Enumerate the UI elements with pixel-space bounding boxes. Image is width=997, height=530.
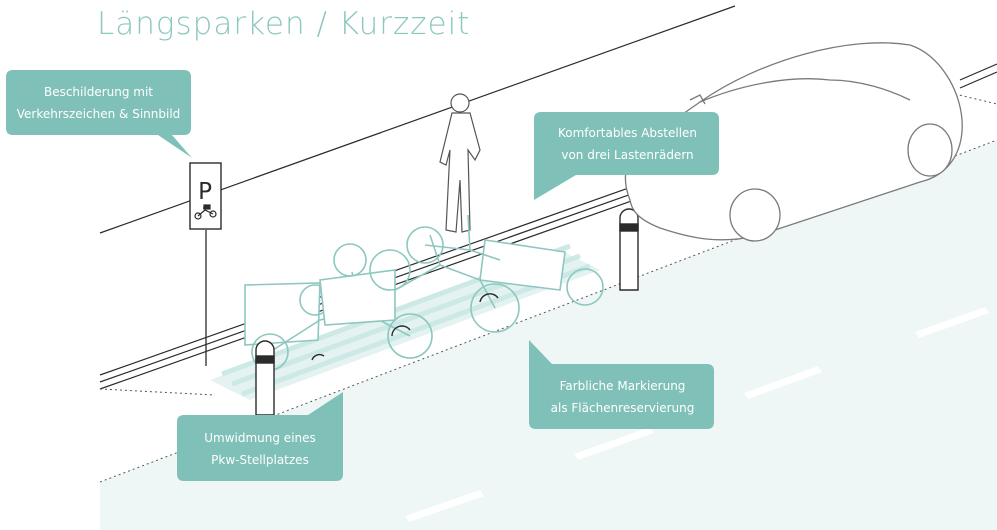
callout-signage-line2: Verkehrszeichen & Sinnbild [16,107,181,121]
cargo-bike-rear [244,282,321,346]
parking-sign-letter: P [198,179,212,205]
cargo-bike-icon [194,204,217,220]
diagram-title: Längsparken / Kurzzeit [97,6,471,42]
bollard-icon [255,340,275,416]
callout-signage-line1: Beschilderung mit [43,85,154,99]
callout-marking-line1: Farbliche Markierung [559,379,686,393]
cargo-bike-front [479,239,566,291]
person-icon [439,93,481,233]
callout-marking-line2: als Flächenreservierung [550,401,695,415]
parking-sign-icon: P [189,162,222,230]
callout-parking-line1: Komfortables Abstellen [557,125,698,140]
callout-parking-line2: von drei Lastenrädern [561,147,694,162]
parking-bay-marking [210,250,600,400]
callout-conversion-line1: Umwidmung eines [204,430,316,445]
bollard-2 [619,208,639,291]
car-icon [624,42,963,242]
lane-markings [405,307,989,522]
cargo-bikes [244,214,604,371]
callout-conversion-line2: Pkw-Stellplatzes [211,452,309,467]
